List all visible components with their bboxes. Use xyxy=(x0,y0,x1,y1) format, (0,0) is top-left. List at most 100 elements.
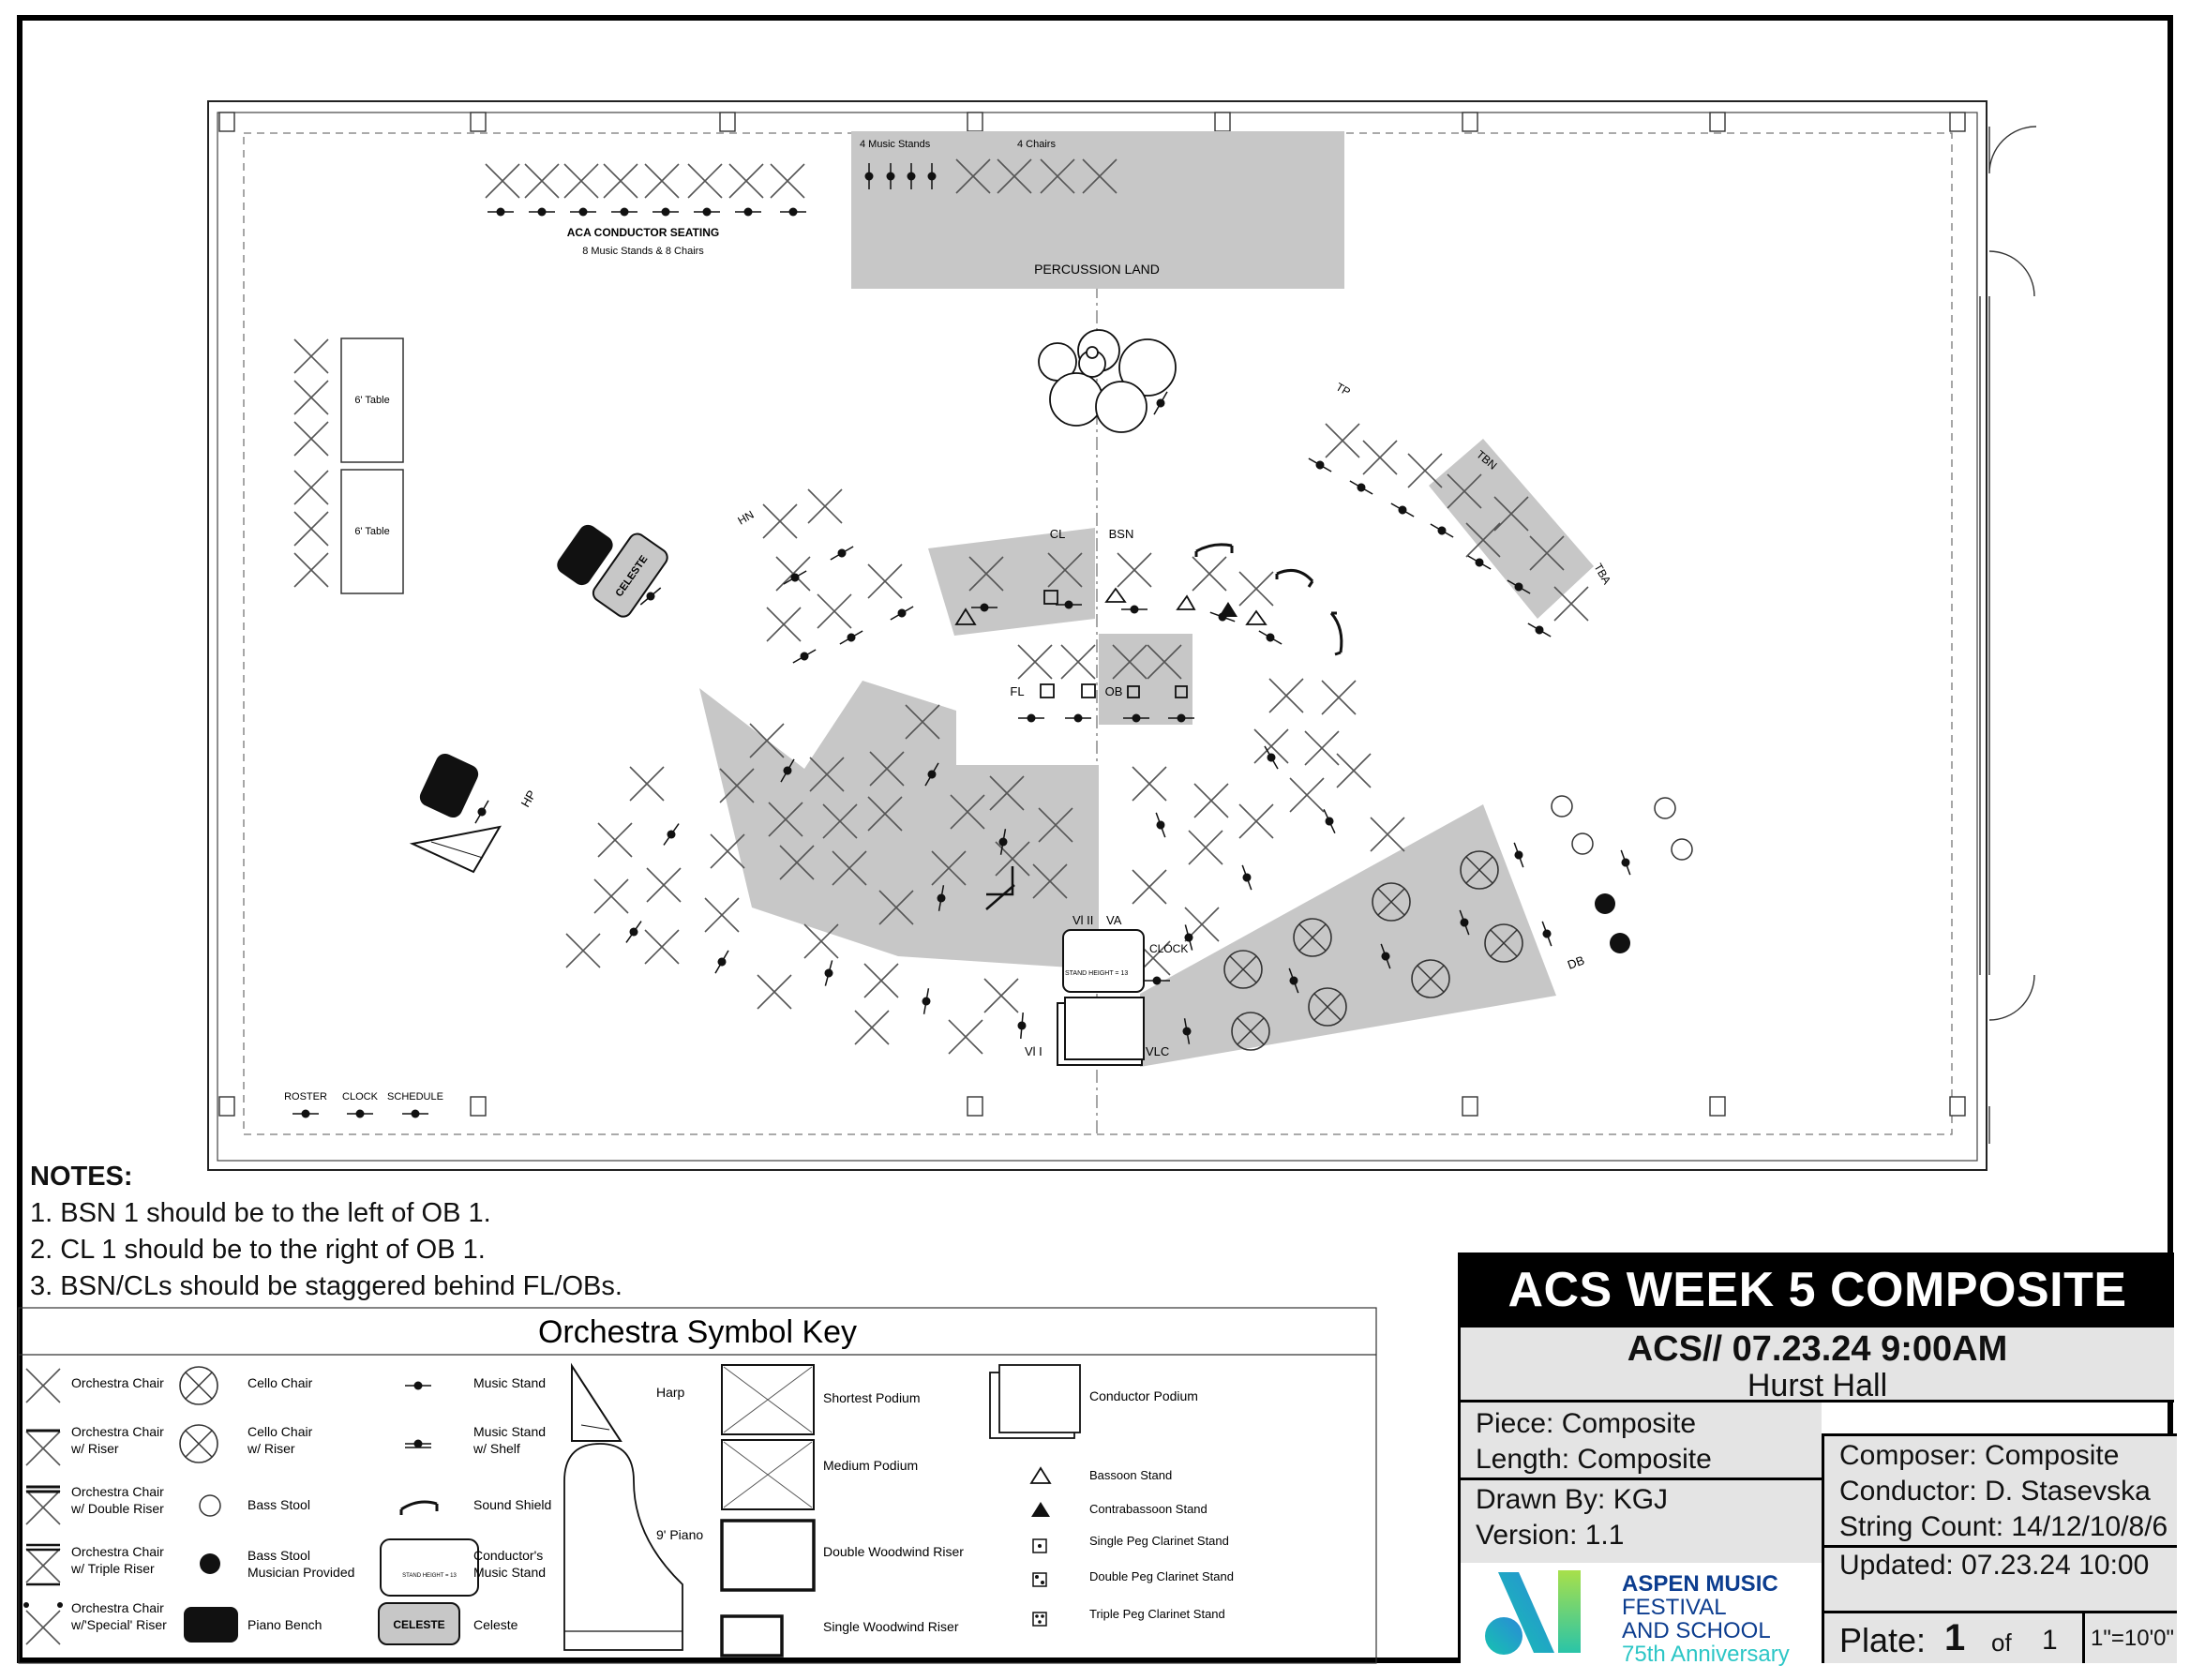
key-chair-special-1: Orchestra Chair xyxy=(71,1600,164,1615)
plate-of: of xyxy=(1991,1628,2012,1657)
logo-line-1: ASPEN MUSIC xyxy=(1622,1571,1778,1597)
drawing-scale: 1"=10'0" xyxy=(2082,1613,2180,1663)
date-line: ACS// 07.23.24 9:00AM xyxy=(1627,1329,2008,1369)
piece: Piece: Composite xyxy=(1476,1408,1697,1439)
harp xyxy=(409,825,502,874)
key-chair-triple-1: Orchestra Chair xyxy=(71,1544,164,1559)
logo-line-4: 75th Anniversary xyxy=(1622,1642,1790,1667)
vl1-label: Vl I xyxy=(1025,1044,1042,1058)
bsn-label: BSN xyxy=(1109,527,1134,541)
key-cello-riser-1: Cello Chair xyxy=(248,1424,313,1439)
plate-total: 1 xyxy=(2042,1625,2058,1656)
vl2-label: Vl II xyxy=(1072,913,1093,927)
key-cello-chair: Cello Chair xyxy=(248,1375,313,1390)
key-double-ww-riser: Double Woodwind Riser xyxy=(823,1544,964,1559)
key-stand-height: STAND HEIGHT = 13 xyxy=(402,1573,457,1579)
key-piano: 9' Piano xyxy=(656,1527,703,1542)
key-piano-bench: Piano Bench xyxy=(248,1617,322,1632)
key-cello-riser-2: w/ Riser xyxy=(247,1441,295,1456)
timpani xyxy=(1038,329,1177,433)
stand-height-label: STAND HEIGHT = 13 xyxy=(1065,970,1128,977)
percussion-land-label: PERCUSSION LAND xyxy=(1034,262,1160,277)
key-bassoon-stand: Bassoon Stand xyxy=(1089,1468,1172,1482)
vlc-label: VLC xyxy=(1146,1044,1169,1058)
note-2: 2. CL 1 should be to the right of OB 1. xyxy=(30,1235,486,1265)
hn-label: HN xyxy=(736,508,757,528)
venue: Hurst Hall xyxy=(1747,1368,1888,1403)
drawing-title: ACS WEEK 5 COMPOSITE xyxy=(1461,1252,2174,1328)
horn-section xyxy=(762,488,917,668)
key-shortest-podium: Shortest Podium xyxy=(823,1390,921,1405)
key-conductor-stand-1: Conductor's xyxy=(473,1548,543,1563)
key-chair-riser-1: Orchestra Chair xyxy=(71,1424,164,1439)
note-3: 3. BSN/CLs should be staggered behind FL… xyxy=(30,1271,622,1301)
aspen-logo-text: ASPEN MUSIC FESTIVAL AND SCHOOL 75th Ann… xyxy=(1622,1572,1790,1666)
key-chair-riser-2: w/ Riser xyxy=(70,1441,119,1456)
key-title: Orchestra Symbol Key xyxy=(538,1314,857,1350)
hp-label: HP xyxy=(518,788,539,809)
logo-line-3: AND SCHOOL xyxy=(1622,1618,1771,1643)
schedule-label: SCHEDULE xyxy=(387,1091,443,1102)
aspen-logo-mark xyxy=(1485,1570,1581,1655)
date-block: ACS// 07.23.24 9:00AM Hurst Hall xyxy=(1461,1328,2174,1402)
db-label: DB xyxy=(1566,953,1586,972)
key-conductor-podium: Conductor Podium xyxy=(1089,1388,1198,1403)
tp-label: TP xyxy=(1334,380,1353,398)
aca-title: ACA CONDUCTOR SEATING xyxy=(567,226,719,239)
page-frame xyxy=(17,15,2173,1663)
key-conductor-stand-2: Music Stand xyxy=(473,1565,546,1580)
tba-label: TBA xyxy=(1591,562,1613,587)
clock-label: CLOCK xyxy=(1149,942,1188,955)
key-chair-double-2: w/ Double Riser xyxy=(70,1501,164,1516)
key-triple-peg: Triple Peg Clarinet Stand xyxy=(1089,1607,1225,1621)
key-single-peg: Single Peg Clarinet Stand xyxy=(1089,1534,1229,1548)
plate-number: 1 xyxy=(1944,1617,1966,1658)
title-block: ACS WEEK 5 COMPOSITE ACS// 07.23.24 9:00… xyxy=(1458,1252,2177,1666)
conductor-stand xyxy=(1062,929,1145,993)
chairs-4-label: 4 Chairs xyxy=(1017,139,1056,150)
key-double-peg: Double Peg Clarinet Stand xyxy=(1089,1569,1234,1583)
key-celeste: Celeste xyxy=(473,1617,518,1632)
harp-bench xyxy=(419,753,479,818)
composer: Composer: Composite xyxy=(1839,1440,2120,1471)
table-2-label: 6' Table xyxy=(354,526,389,537)
bass-section xyxy=(1509,795,1693,953)
key-sound-shield: Sound Shield xyxy=(473,1497,551,1512)
key-stand-shelf-1: Music Stand xyxy=(473,1424,546,1439)
sound-shields xyxy=(1194,543,1343,656)
notes: NOTES: 1. BSN 1 should be to the left of… xyxy=(30,1159,622,1305)
key-medium-podium: Medium Podium xyxy=(823,1458,918,1473)
version: Version: 1.1 xyxy=(1476,1520,1625,1551)
symbol-key: Orchestra Symbol Key Orchestra Chair Orc… xyxy=(18,1307,1377,1664)
key-celeste-tag: CELESTE xyxy=(393,1618,444,1631)
table-chairs xyxy=(293,338,329,588)
key-stand-shelf-2: w/ Shelf xyxy=(472,1441,520,1456)
clock-board-label: CLOCK xyxy=(342,1091,379,1102)
drawn-by: Drawn By: KGJ xyxy=(1461,1478,1822,1518)
key-single-ww-riser: Single Woodwind Riser xyxy=(823,1619,959,1634)
plate-row: Plate: 1 of 1 1"=10'0" xyxy=(1824,1611,2177,1663)
key-bass-stool: Bass Stool xyxy=(248,1497,310,1512)
updated: Updated: 07.23.24 10:00 xyxy=(1824,1545,2177,1583)
conductor: Conductor: D. Stasevska xyxy=(1839,1476,2151,1507)
key-bass-provided-1: Bass Stool xyxy=(248,1548,310,1563)
notes-heading: NOTES: xyxy=(30,1162,133,1192)
roster-label: ROSTER xyxy=(284,1091,327,1102)
title-block-right: Composer: Composite Conductor: D. Stasev… xyxy=(1822,1433,2177,1663)
fl-label: FL xyxy=(1010,684,1024,698)
key-chair-double-1: Orchestra Chair xyxy=(71,1484,164,1499)
aca-conductor-seating xyxy=(485,163,807,218)
key-bass-provided-2: Musician Provided xyxy=(248,1565,354,1580)
key-orchestra-chair: Orchestra Chair xyxy=(71,1375,164,1390)
table-1-label: 6' Table xyxy=(354,395,389,406)
ob-label: OB xyxy=(1105,684,1123,698)
aca-subtitle: 8 Music Stands & 8 Chairs xyxy=(582,246,704,257)
aspen-logo: ASPEN MUSIC FESTIVAL AND SCHOOL 75th Ann… xyxy=(1461,1563,1822,1666)
va-label: VA xyxy=(1106,913,1122,927)
key-contrabassoon-stand: Contrabassoon Stand xyxy=(1089,1502,1208,1516)
key-harp: Harp xyxy=(656,1385,685,1400)
key-music-stand: Music Stand xyxy=(473,1375,546,1390)
string-count: String Count: 14/12/10/8/6 xyxy=(1839,1511,2168,1542)
music-stands-4-label: 4 Music Stands xyxy=(860,139,931,150)
